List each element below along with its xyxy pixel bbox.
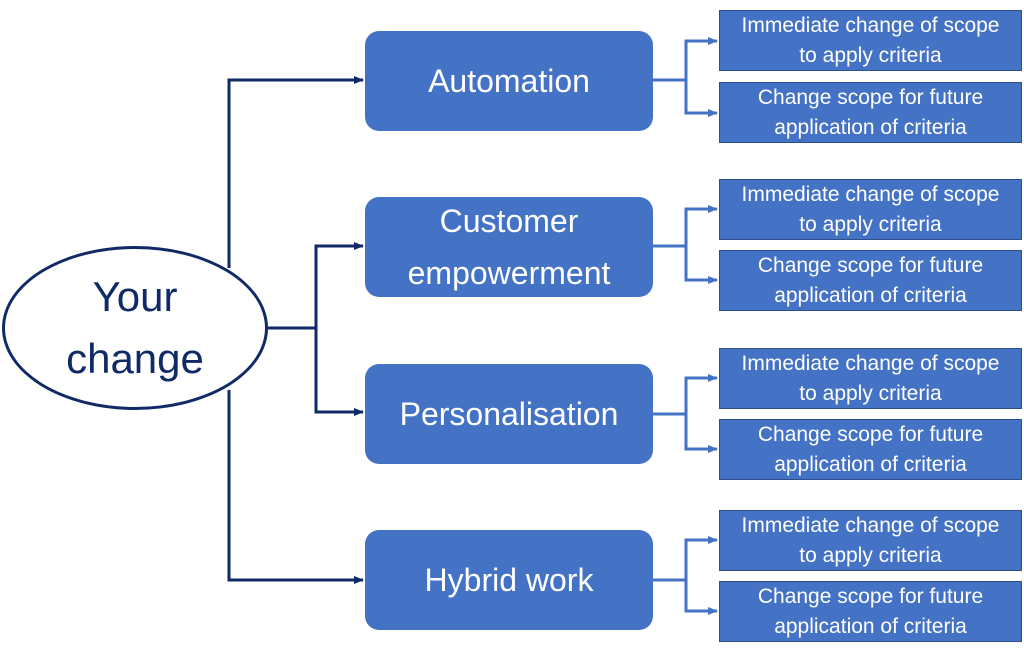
- branch-label: Customer empowerment: [407, 203, 611, 291]
- connector-automation-leaf-1: [684, 37, 718, 80]
- connector-personalisation-leaf-2: [684, 414, 718, 453]
- leaf-automation-future: Change scope for future application of c…: [719, 82, 1022, 143]
- leaf-personalisation-immediate: Immediate change of scope to apply crite…: [719, 348, 1022, 409]
- leaf-personalisation-future: Change scope for future application of c…: [719, 419, 1022, 480]
- root-label: Your change: [66, 273, 204, 382]
- branch-connectors: [653, 37, 718, 615]
- branch-label: Automation: [428, 63, 590, 99]
- leaf-hybrid-future: Change scope for future application of c…: [719, 581, 1022, 642]
- leaf-label: Change scope for future application of c…: [757, 85, 984, 139]
- connector-root-personalisation: [314, 328, 364, 416]
- branch-automation: Automation: [365, 31, 653, 131]
- connector-root-automation: [227, 76, 364, 268]
- leaf-label: Change scope for future application of c…: [757, 422, 984, 476]
- branch-customer-empowerment: Customer empowerment: [365, 197, 653, 297]
- leaf-automation-immediate: Immediate change of scope to apply crite…: [719, 10, 1022, 71]
- leaf-label: Immediate change of scope to apply crite…: [741, 182, 1000, 236]
- branch-personalisation: Personalisation: [365, 364, 653, 464]
- root-connectors: [227, 76, 364, 584]
- leaf-customer-immediate: Immediate change of scope to apply crite…: [719, 179, 1022, 240]
- leaf-label: Change scope for future application of c…: [757, 584, 984, 638]
- connector-hybrid-leaf-2: [684, 580, 718, 615]
- leaf-hybrid-immediate: Immediate change of scope to apply crite…: [719, 510, 1022, 571]
- connector-personalisation-leaf-1: [684, 374, 718, 414]
- root-node: Your change: [2, 246, 268, 410]
- leaf-customer-future: Change scope for future application of c…: [719, 250, 1022, 311]
- connector-customer-leaf-1: [684, 205, 718, 246]
- leaf-label: Immediate change of scope to apply crite…: [741, 513, 1000, 567]
- leaf-label: Immediate change of scope to apply crite…: [741, 351, 1000, 405]
- branch-hybrid-work: Hybrid work: [365, 530, 653, 630]
- connector-root-hybrid-work: [227, 390, 364, 584]
- connector-hybrid-leaf-1: [684, 536, 718, 580]
- connector-automation-leaf-2: [684, 80, 718, 117]
- connector-root-customer-empowerment: [314, 242, 364, 328]
- branch-label: Personalisation: [399, 396, 619, 432]
- connector-customer-leaf-2: [684, 246, 718, 284]
- leaf-label: Immediate change of scope to apply crite…: [741, 13, 1000, 67]
- branch-label: Hybrid work: [424, 562, 594, 598]
- leaf-label: Change scope for future application of c…: [757, 253, 984, 307]
